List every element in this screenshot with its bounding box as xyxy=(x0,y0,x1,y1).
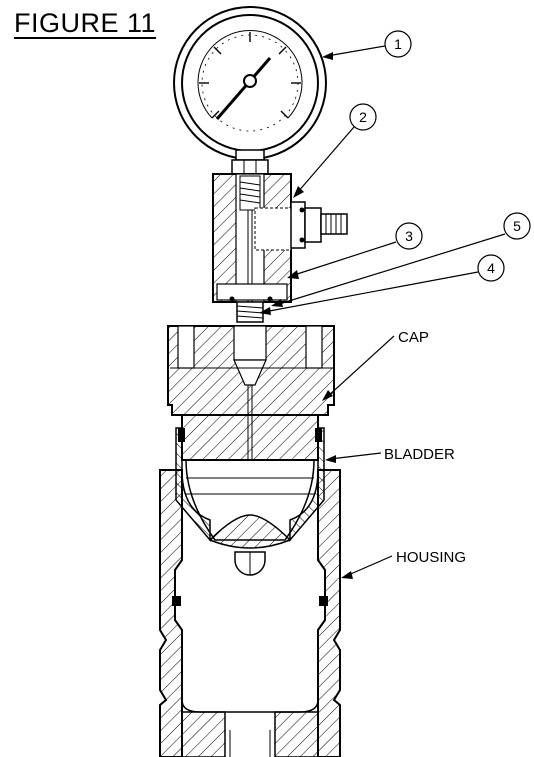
svg-text:CAP: CAP xyxy=(398,329,429,346)
svg-text:4: 4 xyxy=(487,260,495,276)
svg-text:1: 1 xyxy=(394,36,402,52)
callout-2: 2 xyxy=(293,103,377,198)
callout-3: 3 xyxy=(287,222,423,279)
svg-text:5: 5 xyxy=(513,218,521,234)
pressure-gauge xyxy=(173,6,327,175)
label-housing: HOUSING xyxy=(341,549,466,579)
housing xyxy=(159,469,341,757)
svg-text:HOUSING: HOUSING xyxy=(396,549,466,566)
svg-text:BLADDER: BLADDER xyxy=(384,446,455,463)
callout-1: 1 xyxy=(322,30,412,60)
cap xyxy=(167,325,335,461)
svg-text:2: 2 xyxy=(359,109,367,125)
valve-block xyxy=(212,173,348,323)
callout-5: 5 xyxy=(271,212,531,307)
figure-title: FIGURE 11 xyxy=(14,8,157,38)
svg-text:3: 3 xyxy=(405,228,413,244)
gauge-needle xyxy=(215,57,272,120)
label-bladder: BLADDER xyxy=(325,446,455,463)
callout-4: 4 xyxy=(259,254,505,315)
label-cap: CAP xyxy=(322,329,429,401)
